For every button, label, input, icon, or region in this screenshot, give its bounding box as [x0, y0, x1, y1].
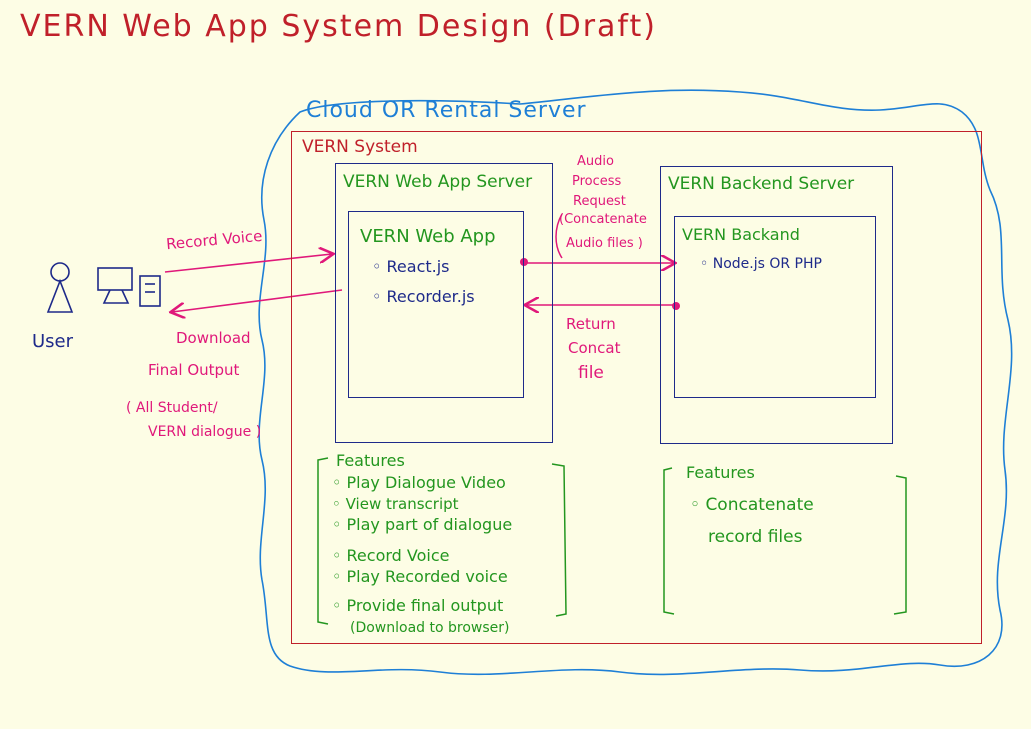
download-label-line2: Final Output: [148, 361, 240, 379]
return-label-line: Return: [566, 315, 616, 333]
request-label-line: Audio files ): [566, 236, 643, 251]
user-icon: [46, 262, 74, 313]
web-feature-item: ◦ Play Recorded voice: [332, 567, 508, 586]
web-app-box: [348, 211, 524, 398]
cloud-outline: [258, 89, 1013, 676]
backend-features-heading: Features: [686, 463, 755, 482]
web-feature-item: ◦ Record Voice: [332, 546, 450, 565]
web-feature-item: ◦ Play part of dialogue: [332, 515, 513, 534]
backend-label: VERN Backand: [682, 225, 800, 244]
web-app-server-box: [335, 163, 553, 443]
request-label-line: Process: [572, 174, 622, 189]
return-label-line: Concat: [568, 339, 621, 357]
web-app-server-label: VERN Web App Server: [343, 172, 533, 192]
backend-server-label: VERN Backend Server: [668, 174, 855, 194]
backend-features-bracket: [663, 467, 907, 615]
vern-system-label: VERN System: [302, 137, 418, 157]
backend-feature-item: record files: [708, 527, 803, 547]
record-voice-arrow: [164, 254, 332, 273]
backend-box: [674, 216, 876, 398]
backend-item: ◦ Node.js OR PHP: [700, 256, 822, 272]
web-feature-item: ◦ Play Dialogue Video: [332, 473, 506, 492]
request-bracket: [555, 213, 563, 259]
web-feature-item: ◦ View transcript: [332, 495, 459, 513]
download-label-line1: Download: [176, 329, 251, 347]
download-note-line2: VERN dialogue ): [148, 424, 262, 440]
request-start-dot: [520, 258, 528, 266]
diagram-title: VERN Web App System Design (Draft): [20, 9, 657, 44]
backend-feature-item: ◦ Concatenate: [690, 495, 814, 515]
download-arrow: [172, 289, 343, 312]
request-label-line: Audio: [577, 154, 614, 169]
user-label: User: [32, 331, 74, 352]
request-label-line: (Concatenate: [559, 212, 647, 227]
web-app-label: VERN Web App: [360, 226, 496, 247]
web-app-item: ◦ Recorder.js: [372, 287, 475, 306]
download-note-line1: ( All Student/: [126, 400, 218, 416]
computer-icon: [97, 267, 161, 307]
vern-system-box: [291, 131, 982, 644]
return-label-line: file: [578, 363, 604, 383]
backend-server-box: [660, 166, 893, 444]
web-features-bracket: [317, 457, 567, 625]
web-feature-item: ◦ Provide final output: [332, 596, 504, 615]
web-feature-note: (Download to browser): [350, 620, 510, 636]
web-features-heading: Features: [336, 451, 405, 470]
request-label-line: Request: [573, 194, 626, 209]
web-app-item: ◦ React.js: [372, 257, 450, 276]
cloud-label: Cloud OR Rental Server: [306, 98, 587, 123]
